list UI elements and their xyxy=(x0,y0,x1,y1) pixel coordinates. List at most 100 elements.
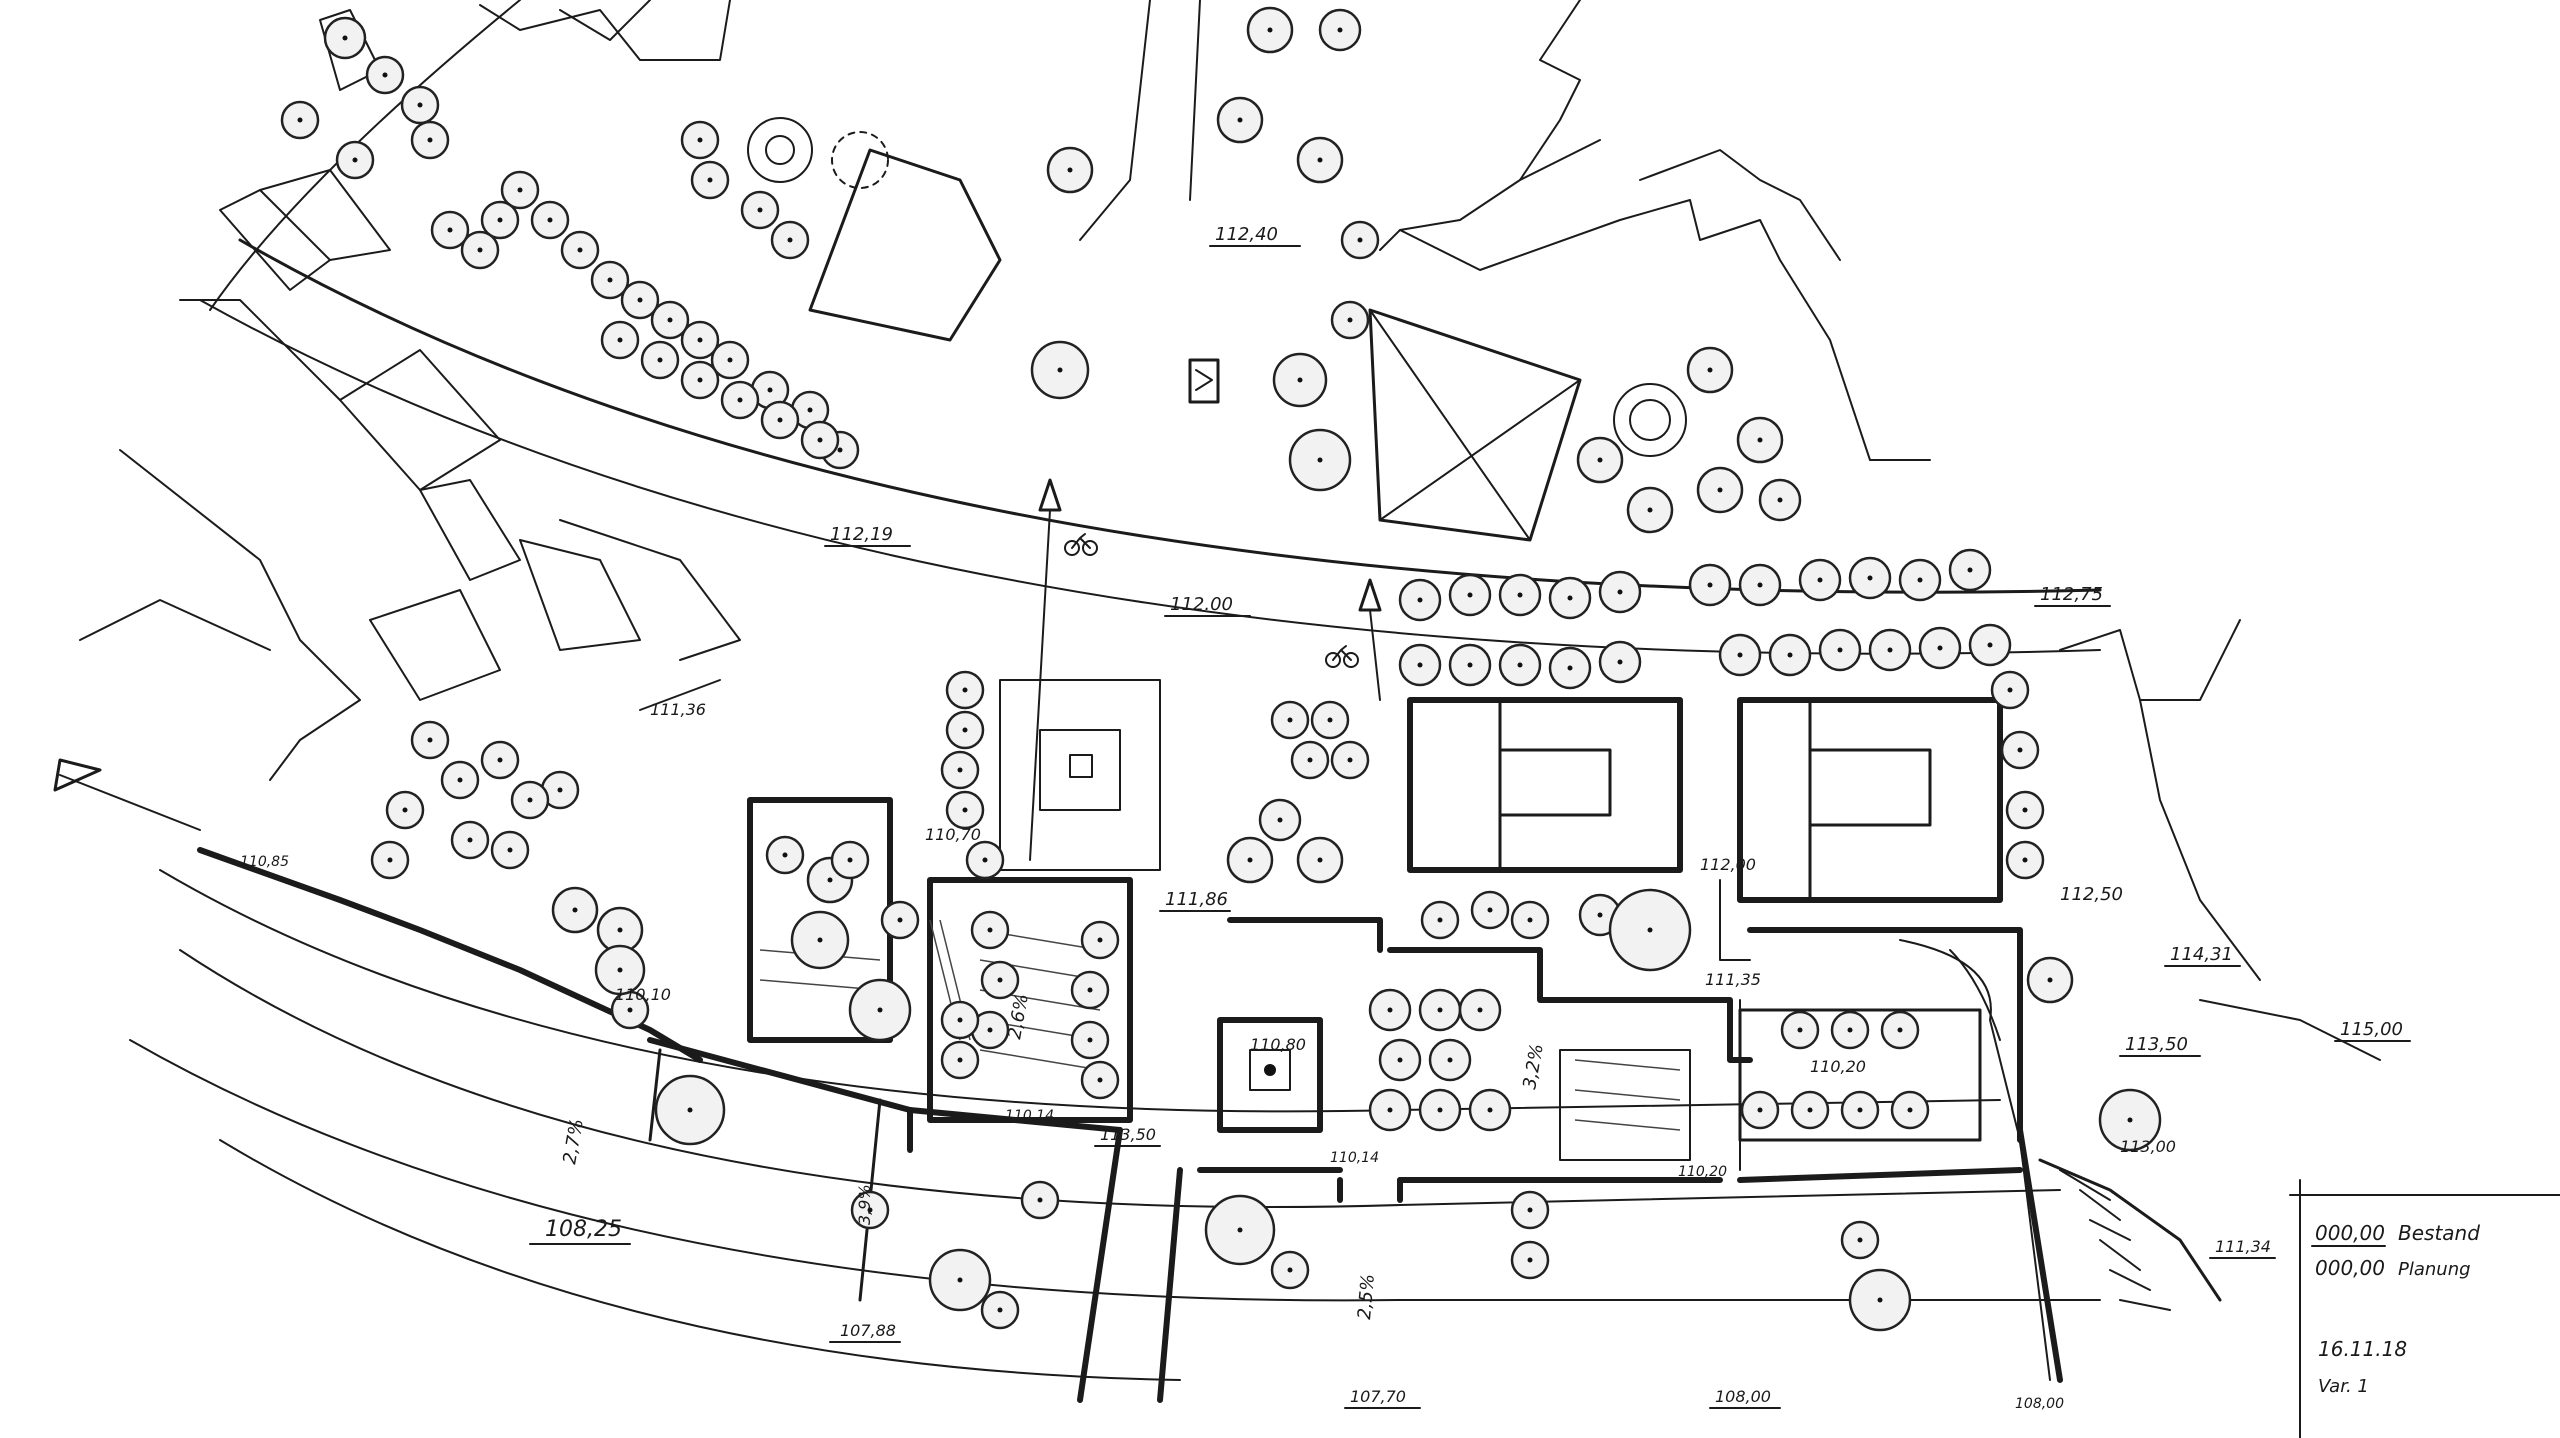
slope-label: 2,7% xyxy=(559,1117,588,1166)
tree-trunk-dot xyxy=(517,187,523,193)
tree-trunk-dot xyxy=(1317,457,1323,463)
legend-date: 16.11.18 xyxy=(2318,1337,2407,1361)
tree-trunk-dot xyxy=(1567,665,1573,671)
tree-trunk-dot xyxy=(867,1207,873,1213)
tree-trunk-dot xyxy=(1817,577,1823,583)
elevation-labels: 112,40 112,19 112.00 112,75 111,36 110,7… xyxy=(240,224,2411,1412)
legend-existing-label: Bestand xyxy=(2398,1221,2480,1245)
elevation-label: 107,88 xyxy=(840,1321,896,1340)
tree-trunk-dot xyxy=(1057,367,1063,373)
sign-marker xyxy=(1188,358,1220,404)
tree-trunk-dot xyxy=(1907,1107,1913,1113)
tree-trunk-dot xyxy=(1857,1107,1863,1113)
tree-trunk-dot xyxy=(1097,937,1103,943)
tree-trunk-dot xyxy=(667,317,673,323)
tree-trunk-dot xyxy=(1517,592,1523,598)
south-walls xyxy=(197,847,2063,1403)
tree-group xyxy=(280,6,2162,1332)
elevation-label: 110,70 xyxy=(925,825,981,844)
footpath-inner xyxy=(1949,949,2001,1041)
elevation-label: 110,14 xyxy=(1330,1150,1379,1166)
tree-trunk-dot xyxy=(847,857,853,863)
tree-trunk-dot xyxy=(1847,1027,1853,1033)
tree-trunk-dot xyxy=(997,1307,1003,1313)
elevation-label: 108,00 xyxy=(1715,1387,1771,1406)
tree-trunk-dot xyxy=(1467,662,1473,668)
bicycle-icon xyxy=(1064,533,1098,556)
tree-trunk-dot xyxy=(787,237,793,243)
tree-trunk-dot xyxy=(1037,1197,1043,1203)
tree-trunk-dot xyxy=(1867,575,1873,581)
tree-trunk-dot xyxy=(1347,757,1353,763)
tree-trunk-dot xyxy=(1087,987,1093,993)
tree-trunk-dot xyxy=(1287,717,1293,723)
tree-trunk-dot xyxy=(617,967,623,973)
tree-trunk-dot xyxy=(697,377,703,383)
tree-trunk-dot xyxy=(697,137,703,143)
tree-trunk-dot xyxy=(352,157,358,163)
slope-label: 2,6% xyxy=(1004,992,1033,1041)
elevation-label: 107,70 xyxy=(1350,1387,1406,1406)
tree-trunk-dot xyxy=(387,857,393,863)
tree-trunk-dot xyxy=(382,72,388,78)
tree-trunk-dot xyxy=(457,777,463,783)
tree-trunk-dot xyxy=(1707,367,1713,373)
elevation-label: 112,00 xyxy=(1700,855,1756,874)
tree-trunk-dot xyxy=(1347,317,1353,323)
tree-trunk-dot xyxy=(1777,497,1783,503)
tree-trunk-dot xyxy=(957,1057,963,1063)
tree-trunk-dot xyxy=(1757,582,1763,588)
tree-trunk-dot xyxy=(1837,647,1843,653)
tree-trunk-dot xyxy=(1487,1107,1493,1113)
elevation-label: 112,75 xyxy=(2040,584,2103,605)
tree-trunk-dot xyxy=(1067,167,1073,173)
tree-trunk-dot xyxy=(477,247,483,253)
slope-label: 3,2% xyxy=(1519,1042,1548,1091)
legend-planned-value: 000,00 xyxy=(2315,1256,2385,1280)
tree-trunk-dot xyxy=(1467,592,1473,598)
elevation-label: 111,36 xyxy=(650,700,706,719)
legend-version: Var. 1 xyxy=(2318,1376,2369,1397)
tree-trunk-dot xyxy=(1987,642,1993,648)
tree-trunk-dot xyxy=(617,927,623,933)
tree-trunk-dot xyxy=(687,1107,693,1113)
tree-trunk-dot xyxy=(1477,1007,1483,1013)
bicycle-icon xyxy=(1325,645,1359,668)
tree-trunk-dot xyxy=(657,357,663,363)
tree-trunk-dot xyxy=(1317,157,1323,163)
tree-trunk-dot xyxy=(697,337,703,343)
tree-trunk-dot xyxy=(1857,1237,1863,1243)
tree-trunk-dot xyxy=(2022,857,2028,863)
tree-trunk-dot xyxy=(342,35,348,41)
tree-trunk-dot xyxy=(1097,1077,1103,1083)
tree-trunk-dot xyxy=(527,797,533,803)
elevation-label: 113,00 xyxy=(2120,1137,2176,1156)
elevation-label: 115,00 xyxy=(2340,1019,2403,1040)
elevation-label: 110,10 xyxy=(615,985,671,1004)
tree-trunk-dot xyxy=(827,877,833,883)
tree-trunk-dot xyxy=(962,687,968,693)
tree-trunk-dot xyxy=(1087,1037,1093,1043)
tree-trunk-dot xyxy=(1387,1107,1393,1113)
elevation-label: 110,20 xyxy=(1810,1057,1866,1076)
tree-trunk-dot xyxy=(987,1027,993,1033)
north-arrow-icon xyxy=(1029,478,1062,861)
tree-trunk-dot xyxy=(1917,577,1923,583)
tree-trunk-dot xyxy=(982,857,988,863)
tree-trunk-dot xyxy=(1787,652,1793,658)
tree-trunk-dot xyxy=(1967,567,1973,573)
tree-trunk-dot xyxy=(1447,1057,1453,1063)
tree-trunk-dot xyxy=(1797,1027,1803,1033)
tree-trunk-dot xyxy=(782,852,788,858)
tree-trunk-dot xyxy=(1307,757,1313,763)
tree-trunk-dot xyxy=(2017,747,2023,753)
tree-trunk-dot xyxy=(877,1007,883,1013)
tree-trunk-dot xyxy=(1237,1227,1243,1233)
tree-trunk-dot xyxy=(627,1007,633,1013)
tree-trunk-dot xyxy=(987,927,993,933)
elevation-label: 111,34 xyxy=(2215,1237,2271,1256)
tree-trunk-dot xyxy=(1527,1257,1533,1263)
north-arrow-icon xyxy=(53,758,201,831)
tree-trunk-dot xyxy=(637,297,643,303)
